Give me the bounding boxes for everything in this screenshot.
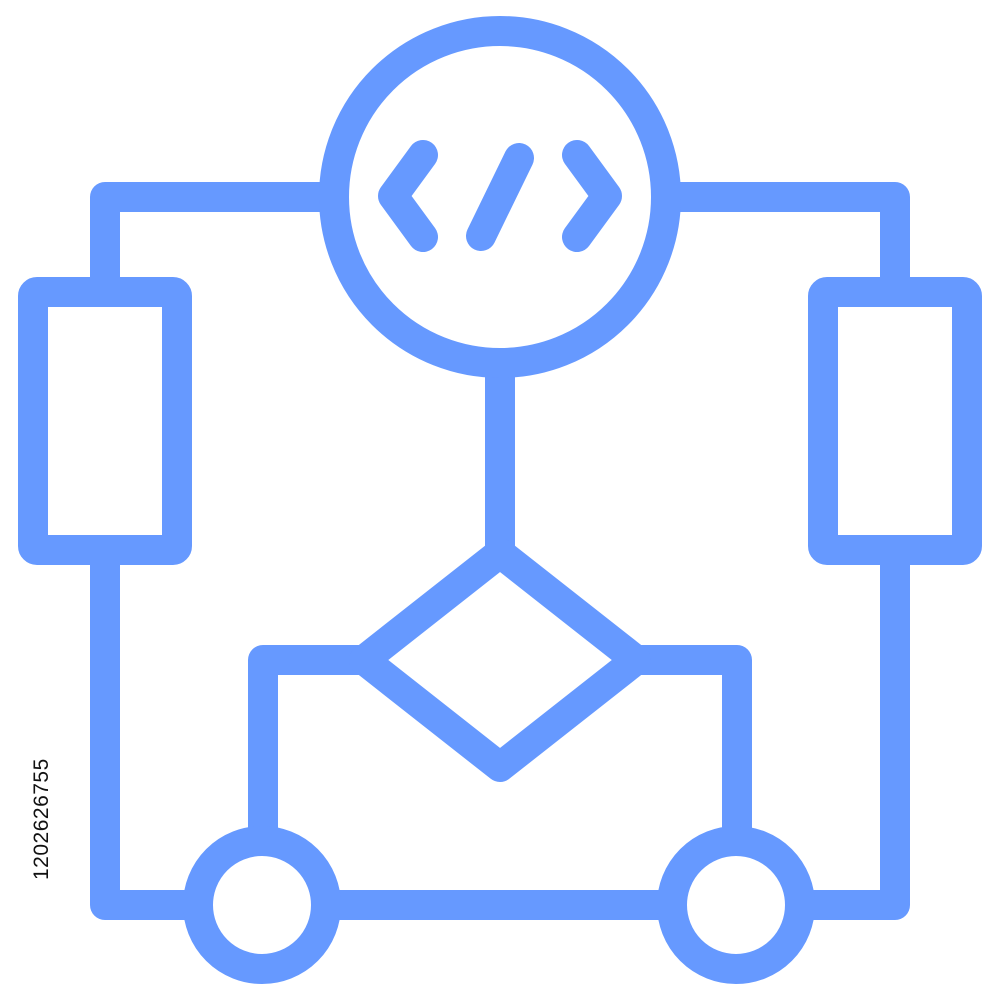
top-left-connector [90, 182, 349, 307]
right-angle-bracket [562, 140, 622, 252]
decision-right-branch [621, 645, 752, 855]
right-terminal-node [657, 826, 815, 984]
decision-left-branch [248, 645, 379, 855]
right-bottom-connector [786, 535, 910, 920]
connector-lines [90, 182, 910, 920]
code-circle-node [319, 16, 681, 378]
right-process-box [808, 277, 982, 565]
code-brackets-icon [378, 140, 622, 252]
left-terminal-node [183, 826, 341, 984]
top-right-connector [652, 182, 910, 307]
left-angle-bracket [378, 140, 438, 252]
left-bottom-connector [90, 535, 211, 920]
stock-id-watermark: 1202626755 [30, 758, 53, 880]
decision-diamond-node [349, 538, 651, 782]
left-process-box [18, 277, 192, 565]
slash-glyph [466, 143, 534, 251]
